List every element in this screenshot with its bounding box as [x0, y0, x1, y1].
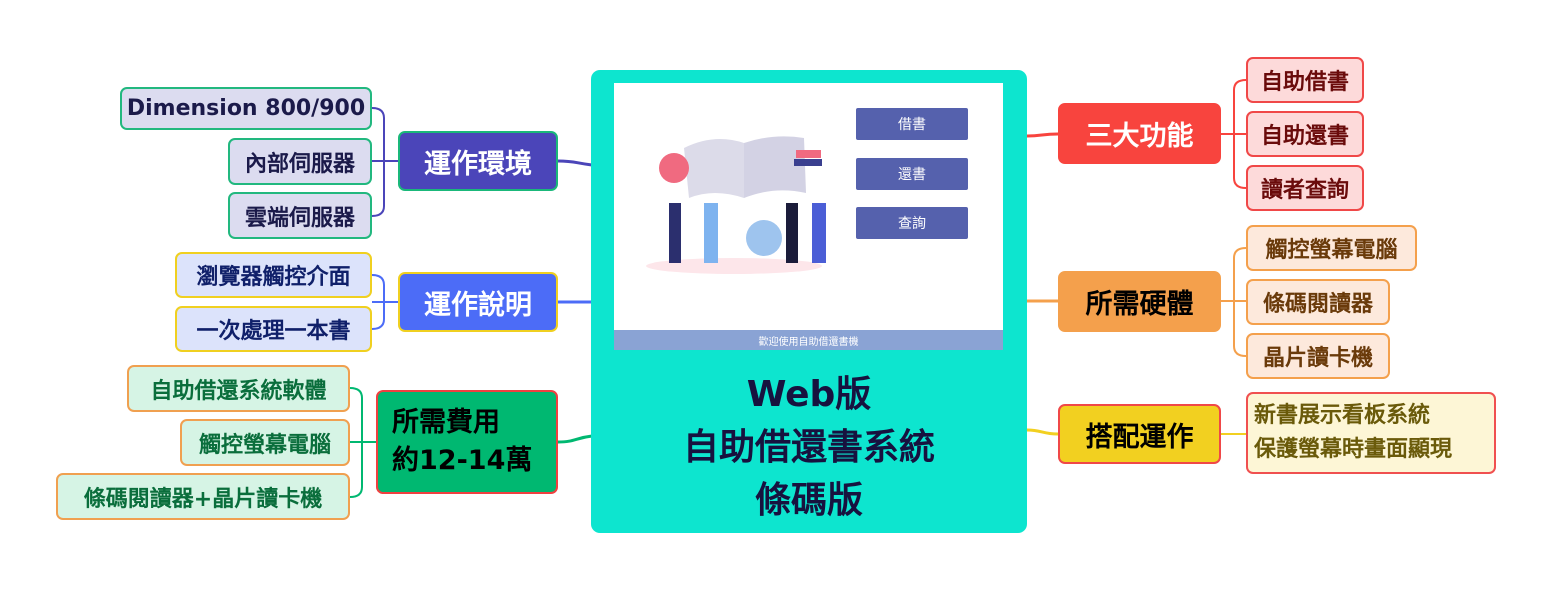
topic-cost[interactable]: 所需費用 約12-14萬	[376, 390, 558, 494]
central-topic[interactable]: 借書 還書 查詢 歡迎使用自助借還書機 Web版 自助借還書系統 條碼版	[591, 70, 1027, 533]
return-button[interactable]: 還書	[856, 158, 968, 190]
title-line: 條碼版	[754, 480, 863, 521]
borrow-button[interactable]: 借書	[856, 108, 968, 140]
title-line: 自助借還書系統	[682, 427, 935, 468]
subtopic-self-return[interactable]: 自助還書	[1246, 111, 1364, 157]
subtopic-barcode-reader[interactable]: 條碼閱讀器	[1246, 279, 1390, 325]
subtopic-internal-server[interactable]: 內部伺服器	[228, 138, 372, 185]
cost-label: 所需費用	[392, 407, 500, 438]
subtopic-dimension[interactable]: Dimension 800/900	[120, 87, 372, 130]
subtopic-self-borrow[interactable]: 自助借書	[1246, 57, 1364, 103]
welcome-footer: 歡迎使用自助借還書機	[614, 330, 1003, 350]
title-line: Web版	[746, 374, 872, 415]
display-line: 保護螢幕時畫面顯現	[1254, 437, 1453, 462]
cost-amount: 約12-14萬	[392, 445, 533, 476]
central-title: Web版 自助借還書系統 條碼版	[591, 368, 1027, 527]
kiosk-screenshot: 借書 還書 查詢 歡迎使用自助借還書機	[614, 83, 1003, 350]
topic-three-functions[interactable]: 三大功能	[1058, 103, 1221, 164]
subtopic-one-book[interactable]: 一次處理一本書	[175, 306, 372, 352]
subtopic-reader[interactable]: 條碼閱讀器+晶片讀卡機	[56, 473, 350, 520]
display-line: 新書展示看板系統	[1254, 403, 1431, 428]
subtopic-touch-pc[interactable]: 觸控螢幕電腦	[180, 419, 350, 466]
subtopic-display-systems[interactable]: 新書展示看板系統 保護螢幕時畫面顯現	[1246, 392, 1496, 474]
topic-hardware[interactable]: 所需硬體	[1058, 271, 1221, 332]
topic-operation-notes[interactable]: 運作說明	[398, 272, 558, 332]
topic-combined-operation[interactable]: 搭配運作	[1058, 404, 1221, 464]
subtopic-software[interactable]: 自助借還系統軟體	[127, 365, 350, 412]
subtopic-cloud-server[interactable]: 雲端伺服器	[228, 192, 372, 239]
subtopic-touch-pc[interactable]: 觸控螢幕電腦	[1246, 225, 1417, 271]
library-illustration	[646, 136, 826, 274]
subtopic-card-reader[interactable]: 晶片讀卡機	[1246, 333, 1390, 379]
subtopic-browser-touch[interactable]: 瀏覽器觸控介面	[175, 252, 372, 298]
query-button[interactable]: 查詢	[856, 207, 968, 239]
subtopic-reader-query[interactable]: 讀者查詢	[1246, 165, 1364, 211]
topic-operating-environment[interactable]: 運作環境	[398, 131, 558, 191]
